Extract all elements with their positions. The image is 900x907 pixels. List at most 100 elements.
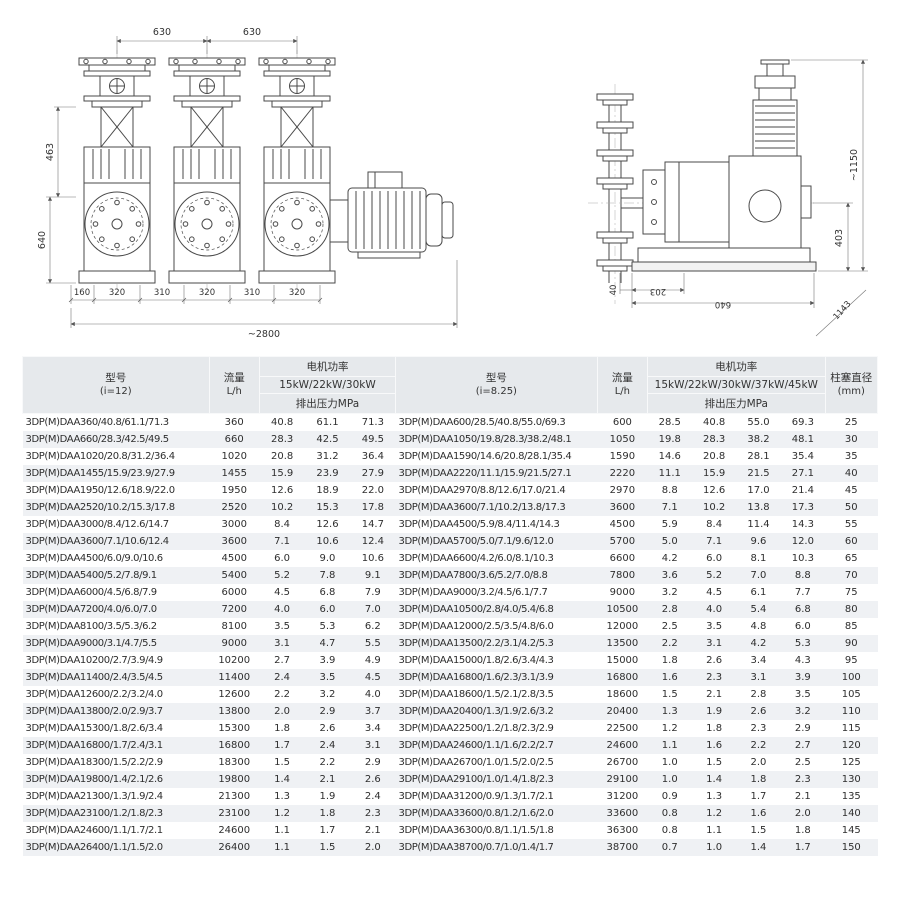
model-cell-right: 3DP(M)DAA24600/1.1/1.6/2.2/2.7 <box>398 739 554 751</box>
flow-cell-left: 6000 <box>221 586 247 598</box>
pressure-cell-right: 4.5 <box>706 586 723 598</box>
pressure-cell-left: 1.2 <box>274 807 291 819</box>
pressure-cell-right: 1.2 <box>661 722 678 734</box>
pressure-cell-right: 6.0 <box>706 552 723 564</box>
pressure-cell-left: 28.3 <box>270 433 294 445</box>
plunger-cell: 125 <box>841 756 861 768</box>
plunger-cell: 95 <box>844 654 858 666</box>
pressure-cell-left: 2.0 <box>364 841 381 853</box>
pressure-cell-left: 10.2 <box>270 501 294 513</box>
model-cell-right: 3DP(M)DAA7800/3.6/5.2/7.0/8.8 <box>398 569 548 581</box>
dim-630-right: 630 <box>243 27 261 38</box>
header-flow-right: 流量 L/h <box>596 356 649 414</box>
plunger-cell: 145 <box>841 824 861 836</box>
flow-cell-left: 9000 <box>221 637 247 649</box>
model-cell-left: 3DP(M)DAA1455/15.9/23.9/27.9 <box>25 467 176 479</box>
header-model-left: 型号 (i=12) <box>22 356 210 414</box>
model-cell-right: 3DP(M)DAA1050/19.8/28.3/38.2/48.1 <box>398 433 572 445</box>
pressure-cell-left: 3.1 <box>364 739 381 751</box>
pressure-cell-right: 2.1 <box>794 790 811 802</box>
pressure-cell-right: 11.4 <box>747 518 770 530</box>
model-cell-left: 3DP(M)DAA19800/1.4/2.1/2.6 <box>25 773 164 785</box>
flow-cell-right: 7800 <box>609 569 636 581</box>
front-view-drawing: 630 630 463 640 160 320 310 320 310 320 <box>37 27 458 340</box>
plunger-cell: 60 <box>844 535 858 547</box>
plunger-cell: 135 <box>841 790 861 802</box>
pressure-cell-left: 10.6 <box>361 552 384 564</box>
header-power-right: 电机功率 <box>647 356 826 377</box>
pressure-cell-left: 2.7 <box>274 654 291 666</box>
model-cell-left: 3DP(M)DAA4500/6.0/9.0/10.6 <box>25 552 164 564</box>
pressure-cell-left: 61.1 <box>316 416 339 428</box>
flow-cell-left: 10200 <box>218 654 251 666</box>
pressure-cell-right: 5.3 <box>794 637 811 649</box>
pressure-cell-left: 2.1 <box>364 824 381 836</box>
model-cell-right: 3DP(M)DAA31200/0.9/1.3/1.7/2.1 <box>398 790 554 802</box>
pressure-cell-right: 3.5 <box>706 620 723 632</box>
model-cell-right: 3DP(M)DAA36300/0.8/1.1/1.5/1.8 <box>398 824 554 836</box>
pressure-cell-right: 2.7 <box>794 739 811 751</box>
flow-cell-right: 10500 <box>606 603 639 615</box>
pressure-cell-right: 2.8 <box>750 688 767 700</box>
pressure-cell-left: 1.5 <box>319 841 336 853</box>
pressure-cell-right: 4.0 <box>706 603 723 615</box>
pressure-cell-left: 3.1 <box>274 637 291 649</box>
pressure-cell-left: 5.2 <box>274 569 291 581</box>
header-ratings-left: 15kW/22kW/30kW <box>258 376 397 394</box>
flow-cell-right: 2970 <box>609 484 636 496</box>
pressure-cell-left: 7.9 <box>364 586 381 598</box>
pressure-cell-left: 3.4 <box>364 722 381 734</box>
pressure-cell-left: 4.0 <box>364 688 381 700</box>
pressure-cell-left: 2.0 <box>274 705 291 717</box>
pressure-cell-left: 1.8 <box>319 807 336 819</box>
flow-cell-left: 5400 <box>221 569 247 581</box>
pressure-cell-right: 4.8 <box>750 620 767 632</box>
pressure-cell-left: 18.9 <box>316 484 339 496</box>
dim-403: 403 <box>834 229 845 247</box>
model-cell-right: 3DP(M)DAA38700/0.7/1.0/1.4/1.7 <box>398 841 554 853</box>
pressure-cell-right: 28.3 <box>702 433 726 445</box>
pressure-cell-right: 21.4 <box>791 484 814 496</box>
pressure-cell-right: 3.1 <box>750 671 767 683</box>
flow-cell-left: 3600 <box>221 535 247 547</box>
pressure-cell-left: 2.9 <box>319 705 336 717</box>
plunger-cell: 150 <box>841 841 861 853</box>
pressure-cell-left: 10.6 <box>316 535 339 547</box>
model-cell-right: 3DP(M)DAA15000/1.8/2.6/3.4/4.3 <box>398 654 554 666</box>
pressure-cell-right: 1.5 <box>661 688 678 700</box>
pressure-cell-left: 1.4 <box>274 773 291 785</box>
pressure-cell-left: 2.9 <box>364 756 381 768</box>
pressure-cell-right: 13.8 <box>747 501 770 513</box>
pressure-cell-right: 1.1 <box>706 824 723 836</box>
flow-cell-left: 16800 <box>218 739 251 751</box>
pressure-cell-left: 1.9 <box>319 790 336 802</box>
pump-unit-2 <box>168 49 246 291</box>
dim-640-front: 640 <box>37 231 48 249</box>
dim-320-1: 320 <box>109 288 125 298</box>
model-cell-left: 3DP(M)DAA10200/2.7/3.9/4.9 <box>25 654 164 666</box>
flow-cell-left: 2520 <box>221 501 247 513</box>
pump-spec-table: 型号 (i=12) 流量 L/h 电机功率 型号 (i=8.25) 流量 L/h… <box>22 356 879 856</box>
pressure-cell-right: 28.5 <box>658 416 681 428</box>
pump-unit-3 <box>258 49 336 291</box>
header-model-right: 型号 (i=8.25) <box>395 356 598 414</box>
flow-cell-right: 20400 <box>606 705 639 717</box>
dim-640-side: 640 <box>715 299 731 309</box>
pressure-cell-left: 22.0 <box>361 484 384 496</box>
model-cell-left: 3DP(M)DAA21300/1.3/1.9/2.4 <box>25 790 164 802</box>
pressure-cell-left: 4.9 <box>364 654 381 666</box>
pressure-cell-left: 1.8 <box>274 722 291 734</box>
pressure-cell-left: 2.4 <box>274 671 291 683</box>
pressure-cell-left: 12.4 <box>361 535 384 547</box>
technical-drawings: 630 630 463 640 160 320 310 320 310 320 <box>0 0 900 352</box>
dimensions-side: ~1150 403 40 203 640 1143 <box>609 59 868 337</box>
pressure-cell-left: 2.2 <box>274 688 291 700</box>
flow-cell-right: 4500 <box>609 518 636 530</box>
pressure-cell-right: 4.2 <box>661 552 678 564</box>
